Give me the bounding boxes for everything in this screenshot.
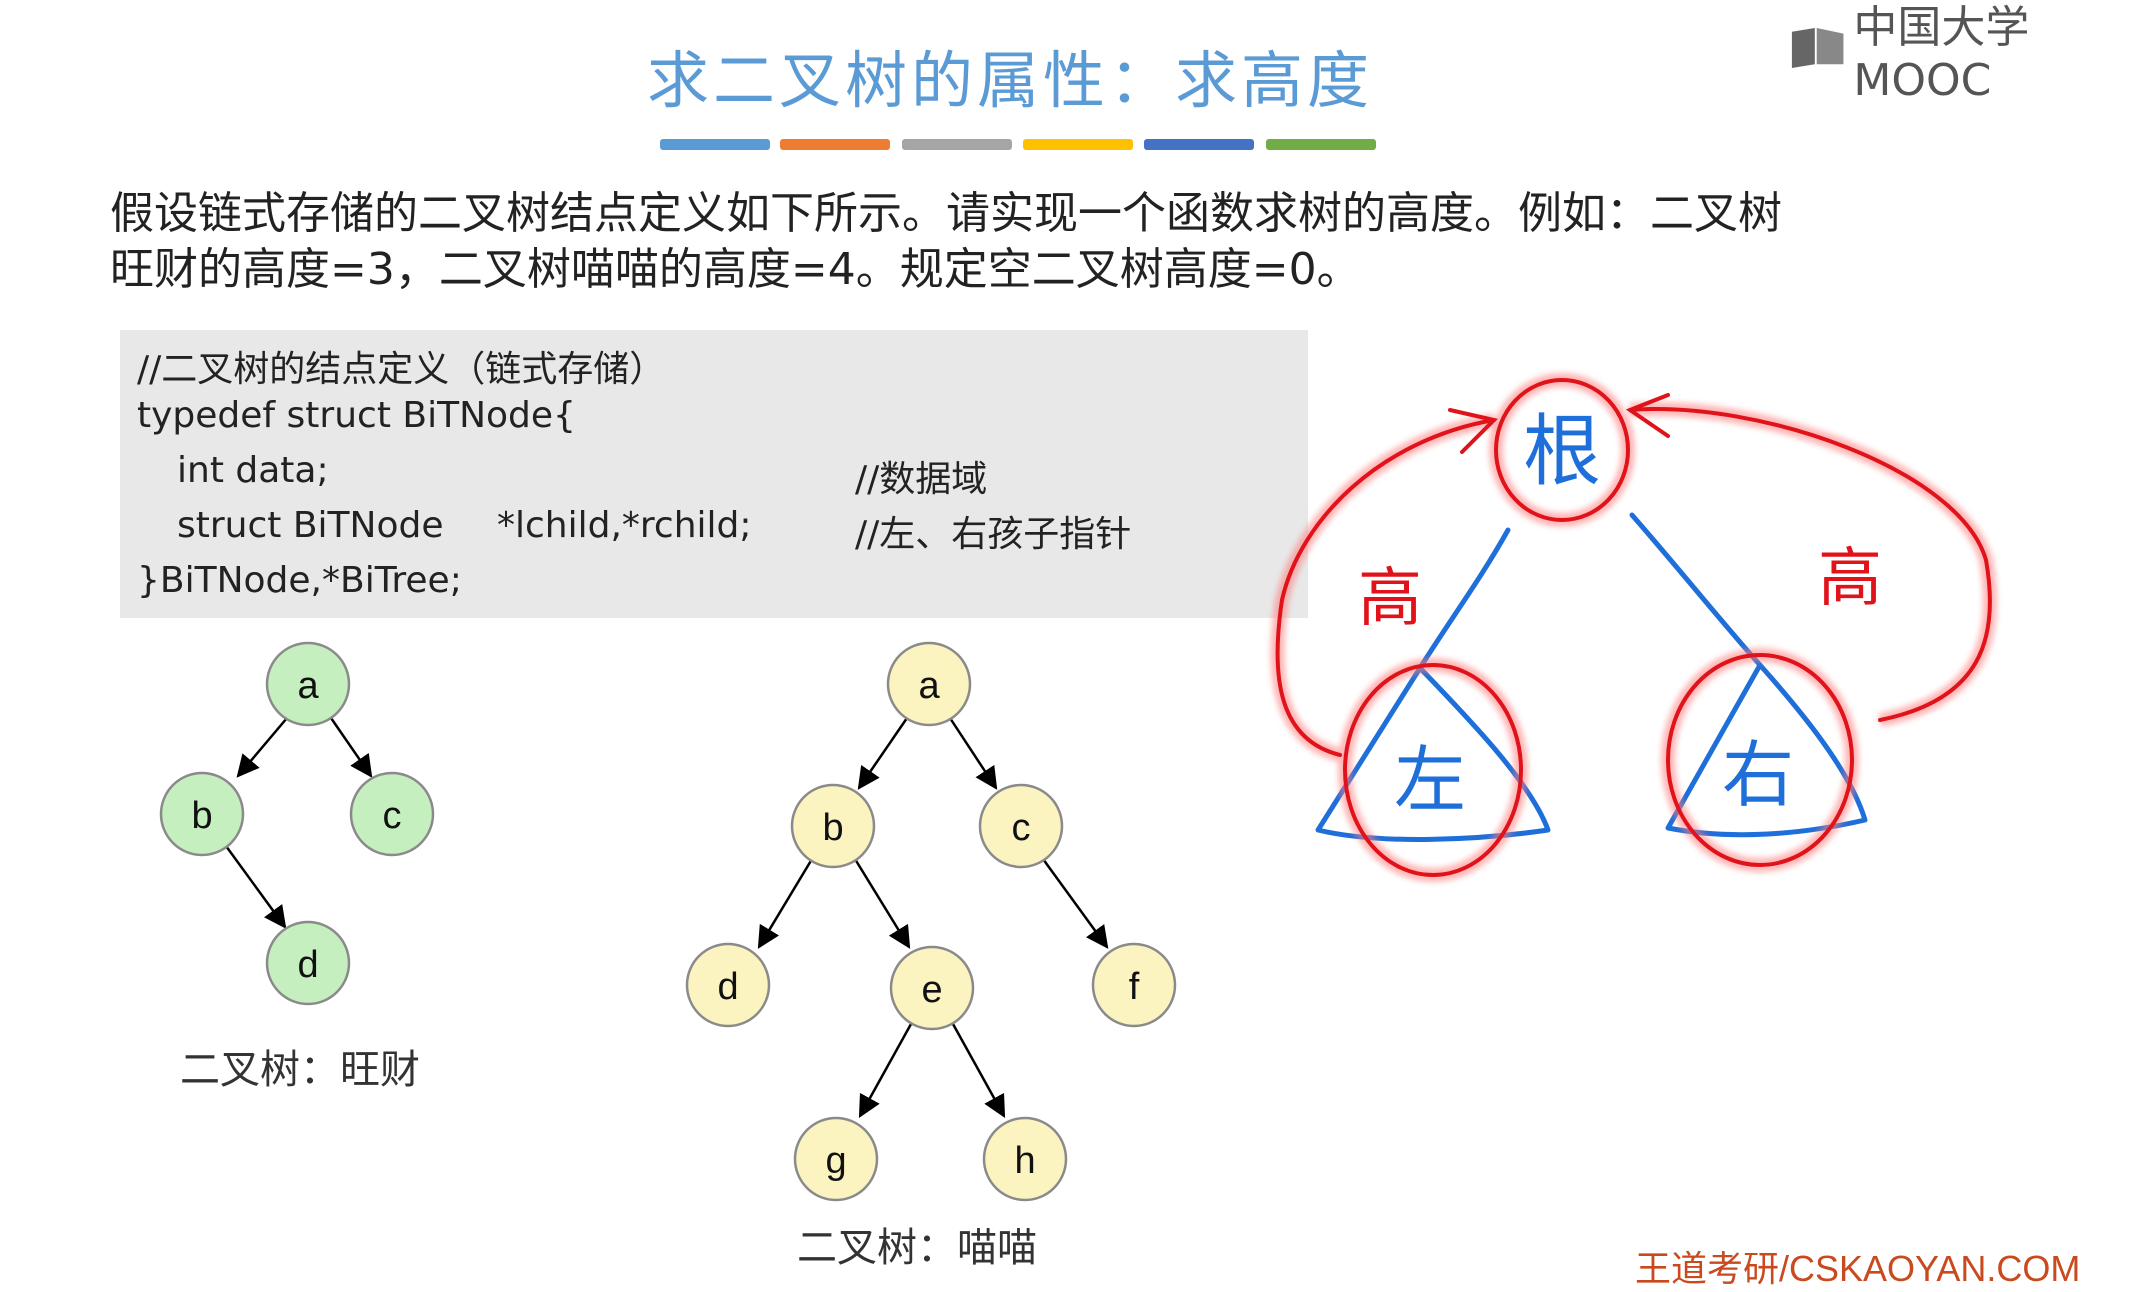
right-height-label: 高 [1818,542,1882,616]
node-label: a [297,665,319,707]
node-label: b [191,795,212,837]
edge-e-g [858,1023,913,1118]
code-data-comment: //数据域 [855,459,988,500]
edge-b-e [853,858,911,949]
problem-line-2: 旺财的高度=3，二叉树喵喵的高度=4。规定空二叉树高度=0。 [110,244,1361,295]
node-label: b [822,807,843,849]
mooc-brand: 中国大学MOOC [1790,2,2153,106]
code-comment-line: //二叉树的结点定义（链式存储） [137,349,666,390]
right-height-arc [1628,407,1992,722]
node-label: f [1129,966,1140,1008]
edge-b-d [757,858,814,949]
node-circle [886,641,972,727]
tree-node-c: c [349,771,435,857]
left-height-arc [1275,418,1496,757]
node-label: h [1014,1140,1035,1182]
blue-branch-left [1417,527,1511,671]
edge-e-h [951,1023,1006,1118]
tree-wangcai: a b c d [159,641,435,1006]
edge-b-d [224,845,287,929]
node-circle [685,942,771,1028]
tree-node-a: a [265,641,351,727]
tree-node-e: e [889,945,975,1031]
edge-c-f [1041,858,1109,949]
node-label: g [825,1140,846,1182]
code-struct-type: struct BiTNode [177,505,444,546]
problem-line-1: 假设链式存储的二叉树结点定义如下所示。请实现一个函数求树的高度。例如：二叉树 [110,188,1782,239]
tree-node-d: d [685,942,771,1028]
node-circle [1091,942,1177,1028]
code-child-comment: //左、右孩子指针 [855,514,1132,555]
footer-brand: 王道考研/CSKAOYAN.COM [1635,1248,2081,1289]
node-circle [978,783,1064,869]
root-label: 根 [1523,407,1601,497]
blue-branch-right [1629,512,1763,668]
page-title: 求二叉树的属性：求高度 [646,44,1373,117]
tree-node-b: b [790,783,876,869]
title-underline-yellow [1023,139,1133,150]
code-typedef-line: typedef struct BiTNode{ [137,395,576,436]
title-underline-orange [780,139,890,150]
node-circle [889,945,975,1031]
edge-a-b [236,717,288,778]
right-height-arrowhead [1625,393,1670,438]
node-label: d [717,966,738,1008]
node-label: c [383,795,402,837]
right-subtree-triangle [1665,662,1868,838]
root-circle [1494,378,1630,522]
node-circle [265,920,351,1006]
tree-node-c: c [978,783,1064,869]
code-closing-line: }BiTNode,*BiTree; [137,560,462,601]
right-subtree-circle [1666,653,1854,867]
mooc-logo-icon [1791,27,1844,69]
node-circle [265,641,351,727]
right-subtree-label: 右 [1722,733,1794,817]
code-data-field: int data; [177,450,329,491]
node-circle [793,1116,879,1202]
title-underline-blue [660,139,770,150]
code-child-pointers: *lchild,*rchild; [497,505,752,546]
title-underline-gray [902,139,1012,150]
edge-a-b [857,717,909,790]
node-circle [982,1116,1068,1202]
node-circle [349,771,435,857]
node-circle [159,771,245,857]
tree-node-h: h [982,1116,1068,1202]
edge-a-c [948,717,998,790]
problem-statement: 假设链式存储的二叉树结点定义如下所示。请实现一个函数求树的高度。例如：二叉树 旺… [110,186,2030,298]
left-height-arrowhead [1448,408,1498,454]
node-circle [790,783,876,869]
title-underline-darkblue [1144,139,1254,150]
node-label: c [1012,807,1031,849]
handwritten-annotation: 根 左 右 高 高 [1270,373,1997,882]
left-subtree-label: 左 [1394,738,1466,822]
tree-node-b: b [159,771,245,857]
tree-miaomiao: a b c d e f g h [685,641,1177,1202]
node-label: e [921,969,942,1011]
code-block [120,330,1308,618]
tree-node-f: f [1091,942,1177,1028]
tree-node-g: g [793,1116,879,1202]
caption-miaomiao: 二叉树：喵喵 [797,1225,1037,1271]
tree-node-d: d [265,920,351,1006]
title-underline-green [1266,139,1376,150]
mooc-brand-text: 中国大学MOOC [1853,1,2030,106]
edge-a-c [329,717,373,778]
tree-node-a: a [886,641,972,727]
left-height-label: 高 [1358,562,1422,636]
caption-wangcai: 二叉树：旺财 [180,1047,420,1093]
node-label: a [918,665,940,707]
red-ink-layer [1275,378,1992,877]
left-subtree-circle [1343,663,1523,877]
node-label: d [297,944,318,986]
